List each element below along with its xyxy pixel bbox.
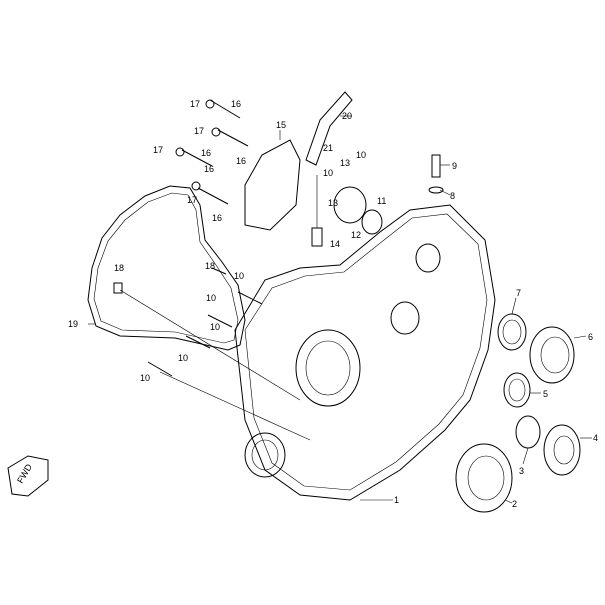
callout-16e: 16	[212, 213, 222, 223]
callout-17d: 17	[187, 195, 197, 205]
callout-7: 7	[516, 288, 521, 298]
callout-1: 1	[394, 495, 399, 505]
crankcase-cover-body	[234, 204, 496, 501]
bolt-group	[147, 99, 263, 377]
nut-17b	[211, 127, 221, 137]
seal-3	[515, 415, 541, 449]
bearing-4	[543, 424, 581, 476]
bearing-6	[529, 326, 575, 384]
upper-bore	[390, 301, 420, 335]
callout-3: 3	[519, 466, 524, 476]
callout-18a: 18	[114, 263, 124, 273]
nut-17c	[175, 147, 185, 157]
lower-seal-inner	[251, 439, 279, 471]
callout-10g: 10	[140, 373, 150, 383]
callout-10f: 10	[178, 353, 188, 363]
fwd-arrow-icon: FWD	[7, 455, 49, 497]
callout-21: 21	[323, 143, 333, 153]
callout-2: 2	[512, 499, 517, 509]
callout-20: 20	[342, 111, 352, 121]
callout-16a: 16	[231, 99, 241, 109]
main-bore	[295, 329, 361, 407]
callout-14: 14	[330, 239, 340, 249]
callout-13a: 13	[340, 158, 350, 168]
dowel-18a	[113, 282, 123, 294]
nut-17a	[205, 99, 215, 109]
callout-17b: 17	[194, 126, 204, 136]
callout-19: 19	[68, 319, 78, 329]
seal-7-inner	[502, 319, 522, 345]
sensor	[431, 154, 441, 178]
callout-12: 12	[351, 230, 361, 240]
callout-13b: 13	[328, 198, 338, 208]
bearing-2-inner	[467, 455, 505, 501]
callout-10c: 10	[234, 271, 244, 281]
bearing-2	[455, 443, 513, 513]
callout-10d: 10	[206, 293, 216, 303]
callout-16c: 16	[201, 148, 211, 158]
breather-pipe	[305, 91, 353, 166]
lower-seal-ring	[244, 432, 286, 478]
bearing-4-inner	[553, 435, 575, 465]
callout-10a: 10	[356, 150, 366, 160]
nut-17d	[191, 181, 201, 191]
small-gasket	[244, 139, 301, 231]
callout-4: 4	[593, 433, 598, 443]
callout-18b: 18	[205, 261, 215, 271]
crankcase-flange	[244, 213, 488, 491]
callout-8: 8	[450, 191, 455, 201]
callout-15: 15	[276, 120, 286, 130]
cap-cover	[333, 186, 367, 224]
callout-17c: 17	[153, 145, 163, 155]
callout-6: 6	[588, 332, 593, 342]
gasket-inner	[93, 192, 239, 344]
callout-16d: 16	[204, 164, 214, 174]
callout-10e: 10	[210, 322, 220, 332]
callout-16b: 16	[236, 156, 246, 166]
callout-11: 11	[377, 196, 386, 206]
sleeve	[311, 227, 323, 247]
seal-7	[497, 313, 527, 351]
fwd-label: FWD	[15, 462, 34, 485]
leader-lines	[88, 115, 592, 504]
gasket-outline	[87, 185, 246, 351]
callout-9: 9	[452, 161, 457, 171]
main-bore-inner	[305, 340, 351, 396]
right-bore	[415, 243, 441, 273]
seal-5	[503, 372, 531, 408]
callout-17a: 17	[190, 99, 200, 109]
sensor-washer	[428, 186, 444, 194]
callout-5: 5	[543, 389, 548, 399]
seal-5-inner	[508, 378, 526, 402]
callout-10b: 10	[323, 168, 333, 178]
o-ring	[361, 209, 383, 235]
bearing-6-inner	[540, 336, 570, 374]
